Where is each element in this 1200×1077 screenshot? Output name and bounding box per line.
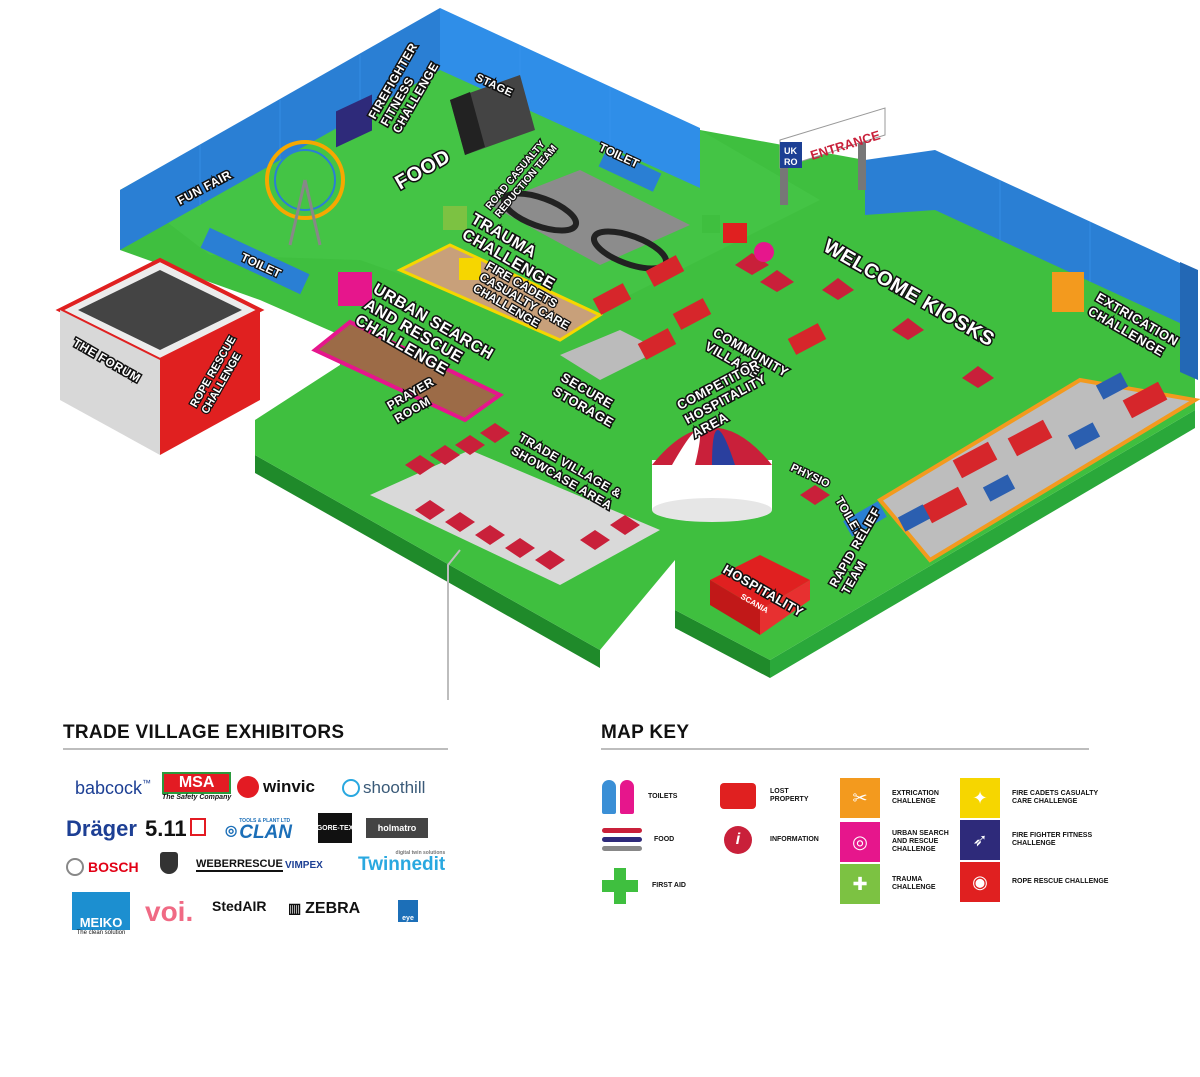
vehicles (592, 255, 1168, 532)
key-lost-property: LOST PROPERTY (720, 783, 820, 809)
logo-weber: WEBERRESCUE (196, 858, 283, 872)
callout-line (447, 549, 461, 700)
logo-511: 5.11 (145, 816, 206, 842)
toilets-icon (602, 780, 634, 814)
key-usar: ◎ URBAN SEARCH AND RESCUE CHALLENGE (840, 822, 962, 862)
briefcase-icon (720, 783, 756, 809)
venue-map: FUN FAIR STAGE FIREFIGHTER FITNESS CHALL… (55, 8, 1200, 700)
fitness-icon: ➶ (960, 820, 1000, 860)
key-extrication: ✂ EXTRICATION CHALLENGE (840, 778, 962, 818)
forum-left (60, 310, 160, 455)
forum-right (160, 310, 260, 455)
trade-stalls (405, 423, 640, 570)
extrication-parking (876, 377, 1200, 563)
extrication-sign (1052, 272, 1084, 312)
exhibitors-title: TRADE VILLAGE EXHIBITORS (63, 722, 345, 743)
map-key-rule (601, 748, 1089, 750)
info-sign (754, 242, 774, 262)
rope-icon: ◉ (960, 862, 1000, 902)
stage (450, 75, 535, 155)
floor-edge-right3 (770, 410, 1195, 678)
logo-eye: eye (398, 900, 418, 922)
welcome-kiosks (735, 253, 994, 505)
logo-winvic: winvic (237, 776, 315, 798)
info-icon: i (724, 826, 752, 854)
key-rope: ◉ ROPE RESCUE CHALLENGE (960, 862, 1112, 902)
trauma-sign (443, 206, 467, 230)
logo-zebra: ▥ ZEBRA (288, 900, 361, 917)
logo-drager: Dräger (66, 816, 137, 841)
label-entrance-logo-2: RO (784, 157, 798, 167)
logo-voi: voi. (145, 896, 194, 927)
usar-icon: ◎ (840, 822, 880, 862)
toilet-blocks (200, 148, 887, 537)
logo-shoothill: shoothill (342, 778, 425, 798)
cadets-icon: ✦ (960, 778, 1000, 818)
label-entrance-logo-1: UK (784, 146, 797, 156)
lost-property-sign (723, 223, 747, 243)
fitness-sign (336, 94, 372, 148)
map-key-title: MAP KEY (601, 722, 690, 743)
floor-upper (125, 12, 820, 330)
right-wall-cap (1180, 262, 1198, 380)
trauma-icon: ✚ (840, 864, 880, 904)
usar-sign (338, 272, 372, 306)
trade-village-floor (370, 450, 660, 585)
floor-edge-right2 (675, 610, 770, 678)
key-cadets: ✦ FIRE CADETS CASUALTY CARE CHALLENGE (960, 778, 1112, 818)
logo-babcock: babcock™ (75, 778, 152, 798)
forum-top-inner (78, 270, 242, 350)
logo-shield (160, 852, 178, 874)
back-wall-right (440, 8, 700, 188)
first-aid-sign (702, 215, 720, 233)
hospitality-truck (710, 555, 810, 635)
usar-zone (311, 319, 504, 423)
logo-msa: MSA The Safety Company (162, 772, 232, 801)
logo-goretex: GORE-TEX (317, 813, 353, 843)
extrication-icon: ✂ (840, 778, 880, 818)
key-food: FOOD (602, 828, 674, 851)
logo-stedair: StedAIR (212, 898, 267, 914)
key-toilets: TOILETS (602, 780, 677, 814)
key-trauma: ✚ TRAUMA CHALLENGE (840, 864, 962, 904)
floor-edge (255, 455, 600, 668)
first-aid-icon (602, 868, 638, 904)
key-information: i INFORMATION (724, 826, 819, 854)
right-wall (865, 150, 1195, 330)
logo-vimpex: VIMPEX (285, 860, 323, 871)
exhibitors-rule (63, 748, 448, 750)
logo-twinnedit: digital twin solutions Twinnedit (358, 850, 446, 875)
logo-bosch: BOSCH (66, 858, 139, 876)
ferris-wheel (265, 140, 345, 246)
key-first-aid: FIRST AID (602, 868, 686, 904)
key-fitness: ➶ FIRE FIGHTER FITNESS CHALLENGE (960, 820, 1112, 860)
competitor-tent (652, 427, 772, 522)
logo-meiko: MEIKO The clean solution (72, 892, 130, 936)
cadets-zone (396, 243, 604, 342)
logo-clan: ◎ TOOLS & PLANT LTD CLAN (225, 818, 292, 843)
cadets-sign (459, 258, 481, 280)
food-icon (602, 828, 642, 851)
rope-sign (163, 370, 191, 410)
storage-zone (560, 330, 660, 380)
logo-holmatro: holmatro (366, 818, 428, 838)
entrance-sign (779, 107, 886, 205)
